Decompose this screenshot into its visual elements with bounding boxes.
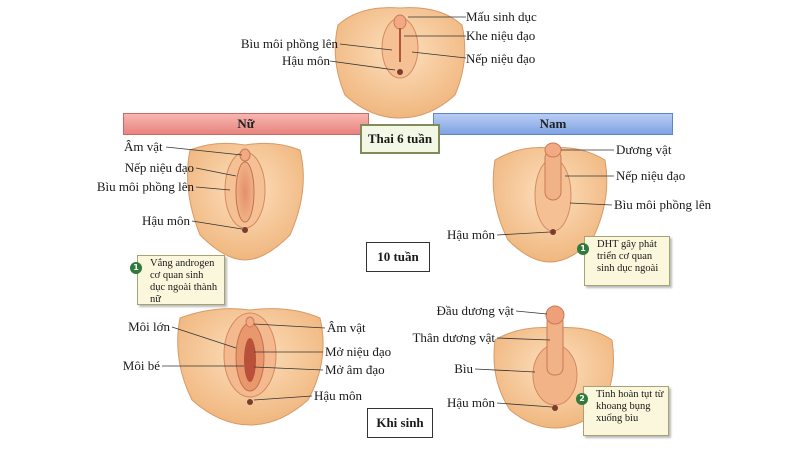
label-urethral-fold-10w-f: Nếp niệu đạo [124, 160, 194, 175]
figure-6-weeks [334, 7, 466, 119]
stage-birth: Khi sinh [367, 408, 433, 438]
figure-female-10-weeks [187, 142, 304, 261]
label-anus-10w-m: Hậu môn [446, 227, 495, 242]
label-vaginal-opening: Mở âm đạo [325, 362, 385, 377]
note-male-birth: 2 Tinh hoàn tụt từ khoang bụng xuống bìu [576, 386, 669, 436]
label-shaft: Thân dương vật [412, 330, 495, 345]
label-labia-majora: Môi lớn [128, 319, 170, 334]
label-urethral-fold-top: Nếp niệu đạo [466, 51, 536, 66]
female-bar: Nữ [123, 113, 369, 135]
female-bar-label: Nữ [237, 116, 255, 131]
label-urethral-groove: Khe niệu đạo [466, 28, 536, 43]
label-anus-birth-m: Hậu môn [446, 395, 495, 410]
note-text: Tinh hoàn tụt từ khoang bụng xuống bìu [596, 389, 664, 424]
label-urethral-opening: Mở niệu đạo [325, 344, 392, 359]
note-text: Vắng androgen cơ quan sinh dục ngoài thà… [150, 258, 218, 305]
label-penis-10w: Dương vật [616, 142, 672, 157]
male-bar-label: Nam [539, 116, 567, 131]
label-clitoris-10w: Âm vật [124, 139, 163, 154]
label-scrotum: Bìu [454, 361, 473, 376]
note-badge: 2 [576, 393, 588, 405]
label-anus-10w-f: Hậu môn [141, 213, 190, 228]
note-text: DHT gây phát triển cơ quan sinh dục ngoà… [597, 239, 659, 274]
male-bar: Nam [433, 113, 673, 135]
label-labioscrotal-10w-m: Bìu môi phồng lên [614, 197, 712, 212]
label-labioscrotal-10w-f: Bìu môi phồng lên [96, 179, 194, 194]
stage-6-weeks: Thai 6 tuần [360, 124, 440, 154]
note-badge: 1 [130, 262, 142, 274]
label-genital-tubercle: Mấu sinh dục [466, 9, 537, 24]
figure-female-birth [177, 308, 324, 426]
label-glans: Đầu dương vật [436, 303, 514, 318]
label-labioscrotal-swelling-top: Bìu môi phồng lên [240, 36, 338, 51]
note-female-10w: 1 Vắng androgen cơ quan sinh dục ngoài t… [130, 255, 225, 305]
label-labia-minora: Môi bé [122, 358, 160, 373]
stage-10-weeks: 10 tuần [366, 242, 430, 272]
note-badge: 1 [577, 243, 589, 255]
label-clitoris-birth: Âm vật [327, 320, 366, 335]
label-anus-birth-f: Hậu môn [314, 388, 363, 403]
leader-lines [162, 16, 614, 408]
label-urethral-fold-10w-m: Nếp niệu đạo [616, 168, 686, 183]
label-anus-top: Hậu môn [281, 53, 330, 68]
note-male-10w: 1 DHT gây phát triển cơ quan sinh dục ng… [577, 236, 670, 286]
